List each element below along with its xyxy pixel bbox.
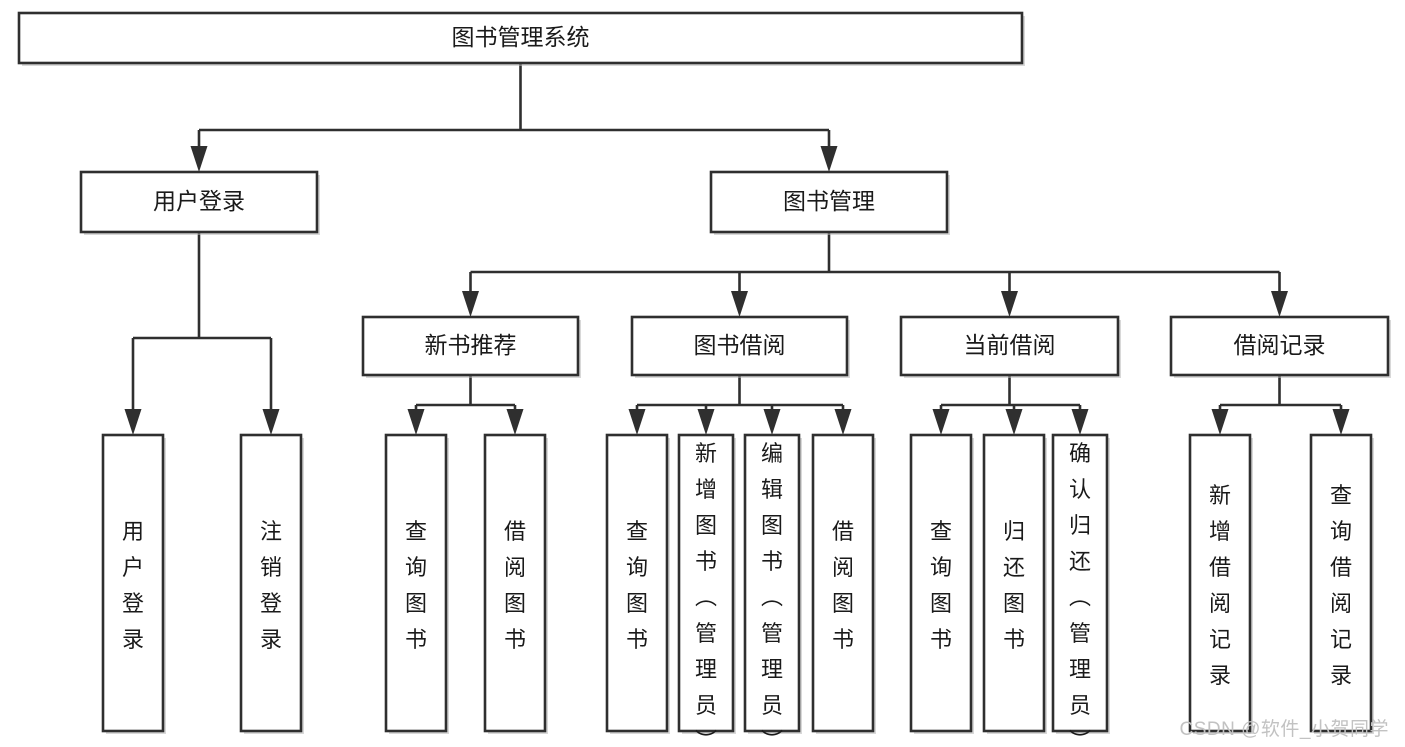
arrow-head-icon xyxy=(1005,409,1023,435)
arrow-head-icon xyxy=(1211,409,1229,435)
node-box[interactable] xyxy=(384,433,448,733)
arrow-head-icon xyxy=(697,409,715,435)
node-leaf-borrow-book-2[interactable]: 借阅图书 xyxy=(811,433,876,734)
node-label: 图书管理系统 xyxy=(452,24,590,50)
node-book-borrow[interactable]: 图书借阅 xyxy=(630,315,850,378)
node-user-login[interactable]: 用户登录 xyxy=(79,170,320,235)
node-box[interactable] xyxy=(79,170,319,234)
arrow-head-icon xyxy=(820,146,838,172)
node-label: 确认归还（管理员） xyxy=(1069,441,1091,747)
node-box[interactable] xyxy=(630,315,849,377)
node-leaf-query-book-2[interactable]: 查询图书 xyxy=(605,433,670,734)
node-label: 借阅图书 xyxy=(832,519,854,652)
node-leaf-edit-book[interactable]: 编辑图书（管理员） xyxy=(743,433,802,747)
node-label: 新增借阅记录 xyxy=(1209,483,1231,688)
node-label: 借阅图书 xyxy=(504,519,526,652)
node-label: 当前借阅 xyxy=(964,332,1056,358)
node-label: 查询图书 xyxy=(626,519,648,652)
arrow-head-icon xyxy=(1332,409,1350,435)
arrow-head-icon xyxy=(1001,291,1018,317)
arrow-head-icon xyxy=(834,409,852,435)
node-leaf-borrow-book-1[interactable]: 借阅图书 xyxy=(483,433,548,734)
node-box[interactable] xyxy=(811,433,875,733)
node-box[interactable] xyxy=(1188,433,1252,733)
arrow-head-icon xyxy=(506,409,524,435)
node-box[interactable] xyxy=(1051,433,1109,733)
node-leaf-query-book-1[interactable]: 查询图书 xyxy=(384,433,449,734)
node-root[interactable]: 图书管理系统 xyxy=(17,11,1025,66)
node-box[interactable] xyxy=(605,433,669,733)
arrow-head-icon xyxy=(190,146,208,172)
arrow-head-icon xyxy=(763,409,781,435)
connector-layer xyxy=(124,63,1350,435)
node-label: 图书借阅 xyxy=(694,332,786,358)
node-box[interactable] xyxy=(1309,433,1373,733)
node-leaf-add-book[interactable]: 新增图书（管理员） xyxy=(677,433,736,747)
node-label: 用户登录 xyxy=(153,188,245,214)
node-label: 查询借阅记录 xyxy=(1330,483,1352,688)
node-box[interactable] xyxy=(17,11,1024,65)
node-box[interactable] xyxy=(483,433,547,733)
node-box[interactable] xyxy=(677,433,735,733)
node-leaf-logout[interactable]: 注销登录 xyxy=(239,433,304,734)
node-label: 图书管理 xyxy=(783,188,875,214)
node-leaf-user-login[interactable]: 用户登录 xyxy=(101,433,166,734)
node-box[interactable] xyxy=(743,433,801,733)
node-label: 编辑图书（管理员） xyxy=(761,441,783,747)
node-box[interactable] xyxy=(239,433,303,733)
node-box[interactable] xyxy=(899,315,1120,377)
arrow-head-icon xyxy=(1271,291,1288,317)
watermark-label: CSDN @软件_小贺同学 xyxy=(1179,719,1389,740)
node-layer: 图书管理系统用户登录图书管理新书推荐图书借阅当前借阅借阅记录用户登录注销登录查询… xyxy=(17,11,1391,747)
arrow-head-icon xyxy=(731,291,748,317)
node-leaf-query-record[interactable]: 查询借阅记录 xyxy=(1309,433,1374,734)
node-box[interactable] xyxy=(1169,315,1390,377)
node-new-book-rec[interactable]: 新书推荐 xyxy=(361,315,581,378)
node-borrow-record[interactable]: 借阅记录 xyxy=(1169,315,1391,378)
node-current-borrow[interactable]: 当前借阅 xyxy=(899,315,1121,378)
arrow-head-icon xyxy=(124,409,142,435)
node-box[interactable] xyxy=(361,315,580,377)
node-label: 用户登录 xyxy=(122,519,144,652)
node-leaf-query-book-3[interactable]: 查询图书 xyxy=(909,433,974,734)
node-label: 归还图书 xyxy=(1003,519,1025,652)
arrow-head-icon xyxy=(262,409,280,435)
node-label: 查询图书 xyxy=(405,519,427,652)
node-box[interactable] xyxy=(909,433,973,733)
arrow-head-icon xyxy=(407,409,425,435)
node-label: 新书推荐 xyxy=(425,332,517,358)
arrow-head-icon xyxy=(932,409,950,435)
node-label: 借阅记录 xyxy=(1234,332,1326,358)
arrow-head-icon xyxy=(1071,409,1089,435)
node-label: 注销登录 xyxy=(260,519,282,652)
node-box[interactable] xyxy=(709,170,949,234)
node-leaf-return-book[interactable]: 归还图书 xyxy=(982,433,1047,734)
arrow-head-icon xyxy=(462,291,479,317)
arrow-head-icon xyxy=(628,409,646,435)
node-box[interactable] xyxy=(982,433,1046,733)
node-label: 查询图书 xyxy=(930,519,952,652)
node-book-manage[interactable]: 图书管理 xyxy=(709,170,950,235)
node-box[interactable] xyxy=(101,433,165,733)
node-leaf-add-record[interactable]: 新增借阅记录 xyxy=(1188,433,1253,734)
node-leaf-confirm-return[interactable]: 确认归还（管理员） xyxy=(1051,433,1110,747)
node-label: 新增图书（管理员） xyxy=(695,441,717,747)
